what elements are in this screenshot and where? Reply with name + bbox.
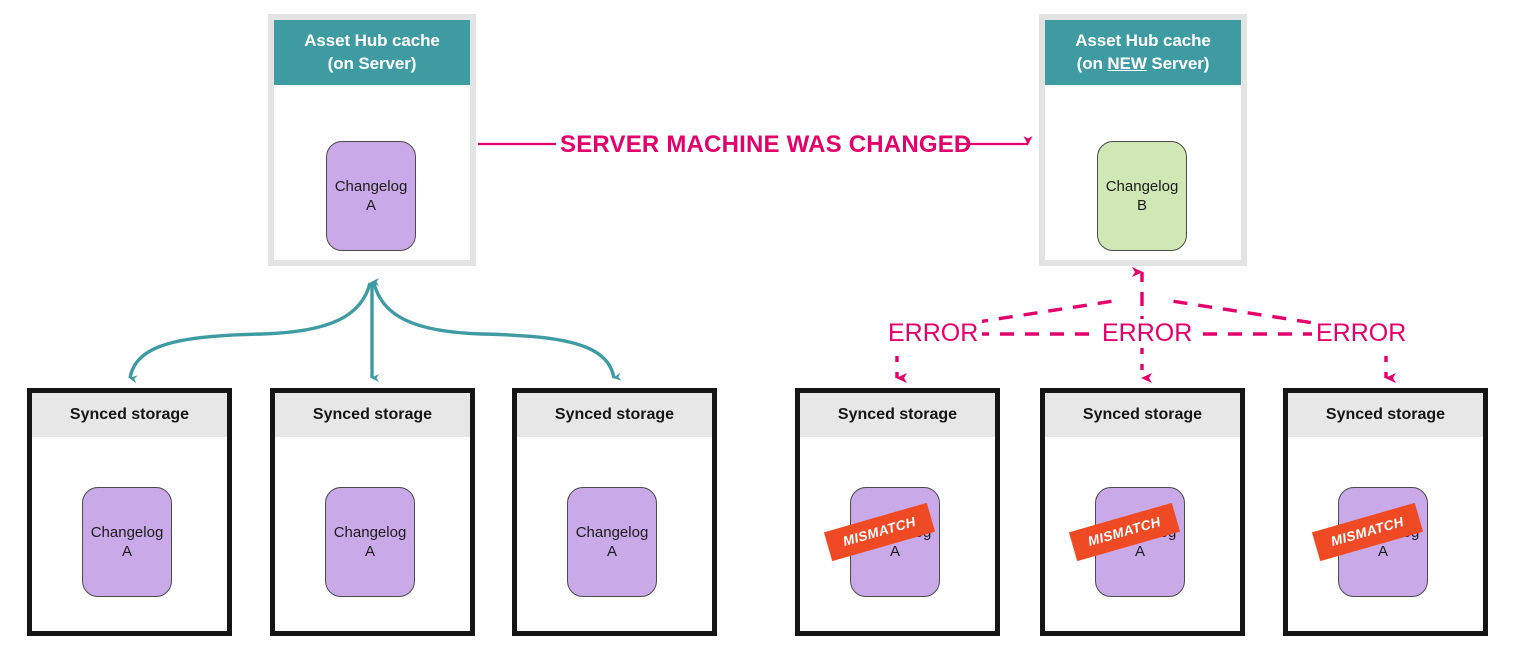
changelog-card: Changelog A: [82, 487, 172, 597]
synced-storage-right-3: Synced storage Changelog A MISMATCH: [1283, 388, 1488, 636]
storage-header: Synced storage: [1045, 393, 1240, 437]
cache-header-line2-emphasis: NEW: [1107, 54, 1147, 73]
changelog-title: Changelog: [1105, 178, 1179, 195]
changelog-card-new-server: Changelog B: [1097, 141, 1187, 251]
cache-header-line2-prefix: (on: [1076, 54, 1108, 73]
changelog-version: A: [606, 543, 617, 560]
changelog-version: A: [365, 197, 376, 214]
cache-body-old-server: Changelog A: [274, 85, 470, 259]
changelog-version: A: [1377, 543, 1388, 560]
teal-curve-right: [372, 282, 622, 381]
synced-storage-left-3: Synced storage Changelog A: [512, 388, 717, 636]
server-changed-label: SERVER MACHINE WAS CHANGED: [560, 131, 972, 158]
changelog-card: Changelog A: [567, 487, 657, 597]
changelog-title: Changelog: [575, 524, 649, 541]
storage-header: Synced storage: [517, 393, 712, 437]
synced-storage-left-1: Synced storage Changelog A: [27, 388, 232, 636]
error-label-center: ERROR: [1098, 319, 1197, 348]
asset-hub-cache-old-server: Asset Hub cache (on Server) Changelog A: [268, 14, 476, 266]
changelog-version: A: [1134, 543, 1145, 560]
cache-header-line2-suffix: Server): [358, 54, 417, 73]
changelog-version: B: [1136, 197, 1147, 214]
asset-hub-cache-new-server: Asset Hub cache (on NEW Server) Changelo…: [1039, 14, 1247, 266]
synced-storage-right-2: Synced storage Changelog A MISMATCH: [1040, 388, 1245, 636]
changelog-version: A: [364, 543, 375, 560]
changelog-title: Changelog: [334, 178, 408, 195]
storage-header: Synced storage: [800, 393, 995, 437]
cache-header-new-server: Asset Hub cache (on NEW Server): [1045, 20, 1241, 85]
storage-body: Changelog A MISMATCH: [1288, 437, 1483, 631]
storage-body: Changelog A MISMATCH: [800, 437, 995, 631]
cache-header-line2-suffix: Server): [1146, 54, 1210, 73]
storage-header: Synced storage: [275, 393, 470, 437]
cache-header-old-server: Asset Hub cache (on Server): [274, 20, 470, 85]
changelog-version: A: [889, 543, 900, 560]
cache-header-line2-prefix: (on: [327, 54, 359, 73]
synced-storage-right-1: Synced storage Changelog A MISMATCH: [795, 388, 1000, 636]
changelog-title: Changelog: [333, 524, 407, 541]
cache-body-new-server: Changelog B: [1045, 85, 1241, 259]
changelog-card: Changelog A: [325, 487, 415, 597]
storage-body: Changelog A MISMATCH: [1045, 437, 1240, 631]
storage-header: Synced storage: [32, 393, 227, 437]
teal-curve-left: [128, 282, 372, 384]
error-label-right: ERROR: [1312, 319, 1411, 348]
storage-body: Changelog A: [517, 437, 712, 631]
changelog-version: A: [121, 543, 132, 560]
synced-storage-left-2: Synced storage Changelog A: [270, 388, 475, 636]
changelog-title: Changelog: [90, 524, 164, 541]
storage-header: Synced storage: [1288, 393, 1483, 437]
error-label-left: ERROR: [884, 319, 983, 348]
cache-header-line1: Asset Hub cache: [304, 31, 440, 50]
cache-header-line1: Asset Hub cache: [1075, 31, 1211, 50]
storage-body: Changelog A: [275, 437, 470, 631]
storage-body: Changelog A: [32, 437, 227, 631]
changelog-card-old-server: Changelog A: [326, 141, 416, 251]
